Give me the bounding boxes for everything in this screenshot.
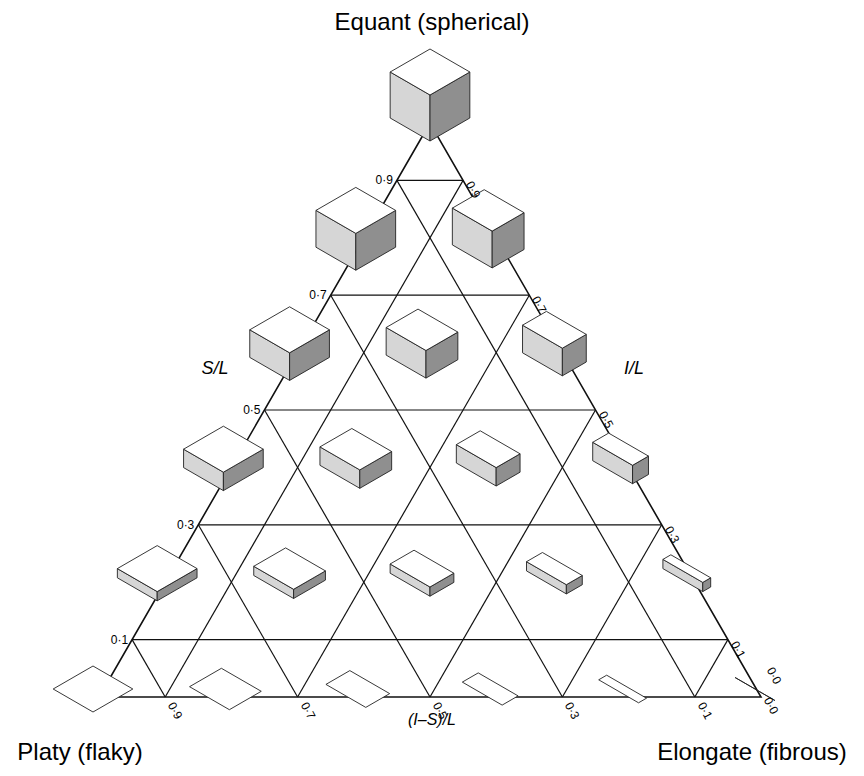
tick-label: 0·9 (376, 174, 393, 186)
triangle-outline (99, 123, 761, 697)
block-shape (456, 431, 520, 486)
block-shape (527, 553, 583, 594)
block-shape (117, 546, 197, 601)
block-shape (390, 550, 454, 596)
block-shape (390, 49, 470, 141)
block-shape (663, 555, 711, 592)
grid-line (132, 640, 165, 697)
tick-label: 0·3 (662, 524, 681, 545)
grid-line (331, 295, 530, 296)
block-shape (254, 548, 326, 599)
grid-line (562, 525, 661, 697)
block-shape (452, 190, 524, 268)
axis-title: (I–S)/L (408, 712, 456, 728)
tick-label: 0·1 (729, 639, 748, 660)
block-face (390, 49, 470, 95)
tick-label: 0·1 (111, 634, 128, 646)
grid-line (397, 180, 463, 181)
block-shape (593, 433, 649, 484)
grid-line (695, 640, 728, 697)
block-face (390, 550, 454, 587)
block-face (326, 671, 390, 708)
tick-label: 0·5 (596, 409, 615, 430)
corner-label: Equant (spherical) (335, 10, 530, 34)
tick-label: 0·9 (166, 700, 185, 721)
block-shape (316, 187, 396, 270)
block-face (117, 546, 197, 592)
tick-label: 0·0 (762, 695, 781, 716)
corner-label: Elongate (fibrous) (657, 740, 846, 764)
block-face (53, 666, 133, 712)
block-face (599, 675, 647, 703)
block-face (250, 307, 330, 353)
block-face (593, 433, 649, 465)
block-face (386, 309, 458, 350)
tick-label: 0·3 (563, 700, 582, 721)
grid-line (165, 180, 463, 697)
tick-label: 0·7 (298, 700, 317, 721)
block-face (523, 311, 587, 348)
block-face (320, 429, 392, 470)
grid-line (397, 180, 695, 697)
block-shape (250, 307, 330, 381)
grid-line (298, 295, 530, 697)
block-shape (53, 666, 133, 712)
block-shape (326, 671, 390, 708)
block-shape (184, 426, 264, 490)
axis-title: S/L (201, 359, 228, 377)
block-face (663, 555, 711, 583)
block-face (254, 548, 326, 589)
block-shape (320, 429, 392, 489)
block-shape (599, 675, 647, 703)
tick-label: 0·1 (695, 700, 714, 721)
block-face (456, 431, 520, 468)
grid-lines (132, 180, 728, 697)
corner-label: Platy (flaky) (17, 740, 142, 764)
grid-line (132, 639, 728, 640)
block-face (527, 553, 583, 585)
block-shape (523, 311, 587, 375)
grid-line (331, 295, 563, 697)
block-face (462, 673, 518, 705)
tick-label: 0·3 (177, 519, 194, 531)
block-shape (386, 309, 458, 378)
tick-label: 0·5 (243, 404, 260, 416)
axis-title: I/L (624, 359, 644, 377)
block-face (190, 668, 262, 709)
grid-line (265, 409, 596, 410)
block-face (184, 426, 264, 472)
block-face (452, 190, 524, 231)
tick-label: 0·7 (309, 289, 326, 301)
block-face (316, 187, 396, 233)
block-shapes (53, 49, 775, 712)
block-shape (462, 673, 518, 705)
tick-label: 0·0 (765, 665, 784, 686)
grid-line (430, 410, 596, 697)
block-shape (190, 668, 262, 709)
grid-line (198, 524, 661, 525)
